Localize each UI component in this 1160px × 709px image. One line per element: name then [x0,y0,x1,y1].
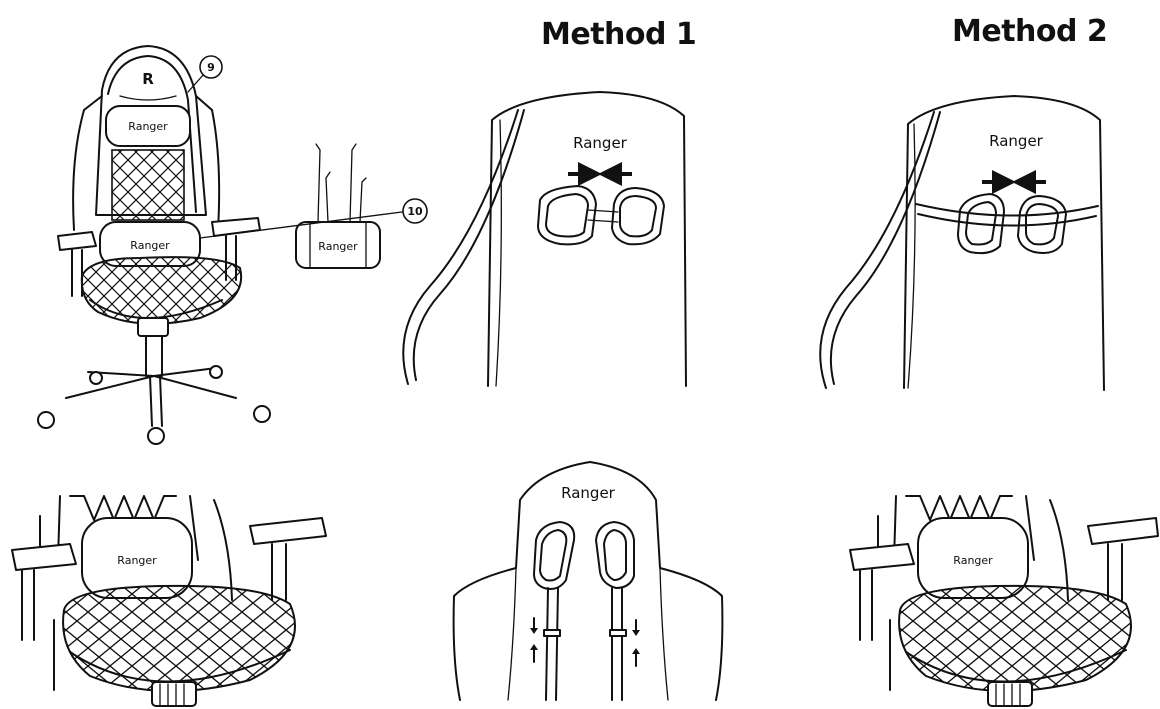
bottom-left-chair: Ranger [12,496,326,706]
bottom-right-pillow-brand: Ranger [953,554,993,567]
callout-headrest: 9 [188,56,222,92]
method-2-back-brand: Ranger [989,132,1044,150]
lumbar-pillow-brand: Ranger [318,240,358,253]
chair-logo: R [142,70,154,88]
lumbar-pillow-illustration: Ranger [296,144,380,268]
svg-text:10: 10 [407,205,423,218]
method-1-backrest: Ranger [403,92,686,386]
method-1-rear-straps: Ranger [454,462,723,700]
backrest-quilting [112,150,184,220]
bottom-left-pillow-brand: Ranger [117,554,157,567]
svg-text:9: 9 [207,61,215,74]
method-2-heading: Method 2 [952,14,1107,49]
method-1-heading: Method 1 [541,17,696,52]
method-2-backrest: Ranger [820,96,1104,390]
bottom-right-chair: Ranger [850,496,1158,706]
chair-lumbar-brand: Ranger [130,239,170,252]
gaming-chair-illustration: Ranger R Ranger [38,46,270,444]
method-1-rear-brand: Ranger [561,484,616,502]
headrest-pillow-brand: Ranger [128,120,168,133]
method-1-back-brand: Ranger [573,134,628,152]
